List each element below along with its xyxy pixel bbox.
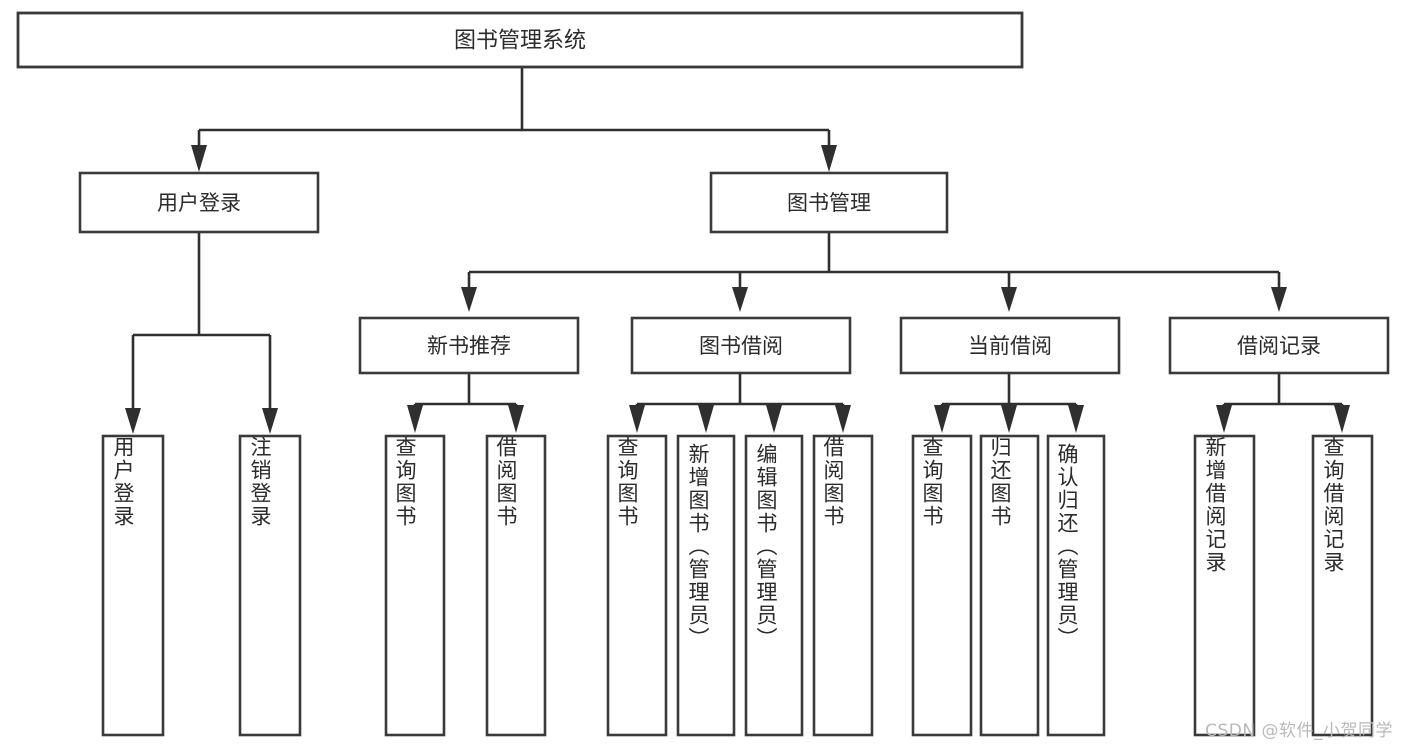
arrowhead-to-leaf-borrow-book-1	[508, 405, 524, 433]
node-book-borrow[interactable]: 图书借阅	[630, 316, 852, 375]
arrowhead-to-current-borrow	[1001, 287, 1017, 312]
node-leaf-confirm-return[interactable]	[1046, 434, 1106, 737]
arrowhead-to-user-login	[191, 145, 207, 172]
watermark-text: CSDN @软件_小贺同学	[1205, 721, 1393, 741]
node-leaf-query-record[interactable]	[1311, 434, 1374, 737]
node-book-manage-label: 图书管理	[787, 191, 871, 215]
arrowhead-to-book-borrow	[732, 287, 748, 312]
node-layer: 图书管理系统 用户登录 图书管理 新书推荐 图书借阅	[16, 11, 1390, 737]
arrowhead-layer	[125, 145, 1350, 434]
node-leaf-edit-book[interactable]	[744, 434, 804, 737]
arrowhead-to-leaf-add-book	[698, 405, 714, 433]
arrowhead-to-leaf-confirm-return	[1068, 405, 1084, 433]
arrowhead-to-leaf-query-book-2	[629, 405, 645, 433]
arrowhead-to-leaf-query-book-1	[407, 405, 423, 433]
node-leaf-add-book[interactable]	[676, 434, 736, 737]
node-user-login-label: 用户登录	[157, 191, 241, 215]
node-leaf-query-book-2[interactable]	[606, 434, 668, 737]
node-borrow-record-label: 借阅记录	[1237, 334, 1321, 358]
node-leaf-query-book-1[interactable]	[384, 434, 446, 737]
node-current-borrow[interactable]: 当前借阅	[899, 316, 1121, 375]
arrowhead-to-leaf-user-login	[125, 408, 141, 434]
arrowhead-to-new-book-recommend	[461, 287, 477, 312]
node-new-book-recommend-label: 新书推荐	[427, 334, 511, 358]
node-leaf-logout-login[interactable]	[238, 434, 302, 737]
arrowhead-to-leaf-edit-book	[766, 405, 782, 433]
node-root[interactable]: 图书管理系统	[16, 11, 1024, 69]
node-leaf-user-login[interactable]	[101, 434, 165, 737]
node-book-borrow-label: 图书借阅	[699, 334, 783, 358]
arrowhead-to-borrow-record	[1271, 287, 1287, 312]
arrowhead-to-leaf-logout-login	[262, 408, 278, 434]
node-user-login[interactable]: 用户登录	[78, 171, 320, 234]
arrowhead-to-leaf-add-record	[1216, 405, 1232, 433]
node-borrow-record[interactable]: 借阅记录	[1168, 316, 1390, 375]
node-new-book-recommend[interactable]: 新书推荐	[358, 316, 580, 375]
node-leaf-query-book-3[interactable]	[911, 434, 973, 737]
node-leaf-add-record[interactable]	[1193, 434, 1256, 737]
arrowhead-to-book-manage	[821, 145, 837, 172]
node-leaf-return-book[interactable]	[979, 434, 1040, 737]
node-leaf-borrow-book-2[interactable]	[812, 434, 874, 737]
node-book-manage[interactable]: 图书管理	[709, 171, 949, 234]
node-root-label: 图书管理系统	[454, 29, 586, 54]
arrowhead-to-leaf-query-book-3	[934, 405, 950, 433]
node-current-borrow-label: 当前借阅	[968, 334, 1052, 358]
arrowhead-to-leaf-query-record	[1334, 405, 1350, 433]
node-leaf-borrow-book-1[interactable]	[485, 434, 547, 737]
arrowhead-to-leaf-return-book	[1001, 405, 1017, 433]
arrowhead-to-leaf-borrow-book-2	[835, 405, 851, 433]
